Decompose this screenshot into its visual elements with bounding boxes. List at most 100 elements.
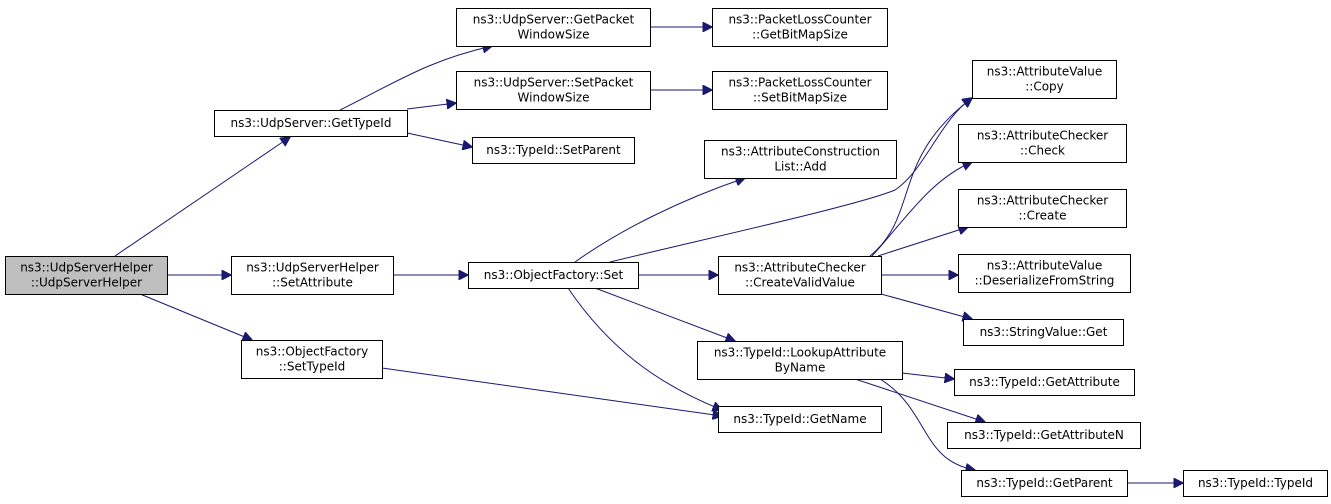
- node-box: [456, 8, 651, 47]
- node-box: [958, 189, 1127, 228]
- edge-attributechecker_createvalidvalue-to-attributechecker_check: [871, 162, 972, 257]
- node-typeid_typeid[interactable]: ns3::TypeId::TypeId: [1183, 470, 1328, 497]
- node-box: [958, 124, 1127, 163]
- node-label-line: ::SetBitMapSize: [753, 91, 847, 105]
- node-label-line: ns3::AttributeChecker: [977, 129, 1108, 143]
- edge-udpserverhelper_ctor-to-objectfactory_settypeid: [139, 293, 252, 340]
- node-box: [214, 110, 408, 137]
- node-typeid_getname[interactable]: ns3::TypeId::GetName: [718, 406, 882, 433]
- node-udpserverhelper_setattribute[interactable]: ns3::UdpServerHelper::SetAttribute: [231, 256, 394, 295]
- edge-attributechecker_createvalidvalue-to-stringvalue_get: [880, 293, 972, 319]
- node-label-line: ::CreateValidValue: [745, 276, 855, 290]
- node-label-line: ns3::TypeId::GetParent: [976, 476, 1112, 490]
- edge-udpserverhelper_ctor-to-udpserver_gettypeid: [114, 137, 290, 257]
- node-label-line: ns3::TypeId::SetParent: [486, 143, 621, 157]
- node-label-line: ::DeserializeFromString: [975, 274, 1115, 288]
- node-label-line: ByName: [775, 361, 826, 375]
- node-label-line: ns3::StringValue::Get: [980, 325, 1108, 339]
- node-label-line: ::SetAttribute: [272, 276, 353, 290]
- edge-udpserver_gettypeid-to-udpserver_getpacketwindowsize: [339, 46, 492, 111]
- node-box: [5, 256, 168, 295]
- node-label-line: ns3::AttributeValue: [987, 259, 1103, 273]
- node-box: [963, 319, 1124, 346]
- node-label-line: WindowSize: [518, 91, 590, 105]
- node-box: [718, 256, 882, 295]
- node-attributevalue_copy[interactable]: ns3::AttributeValue::Copy: [972, 60, 1117, 99]
- edge-attributechecker_createvalidvalue-to-attributechecker_create: [877, 227, 968, 257]
- node-stringvalue_get[interactable]: ns3::StringValue::Get: [963, 319, 1124, 346]
- node-label-line: ns3::AttributeChecker: [977, 194, 1108, 208]
- node-packetlosscounter_setbitmapsize[interactable]: ns3::PacketLossCounter::SetBitMapSize: [712, 71, 888, 110]
- node-label-line: ::UdpServerHelper: [31, 276, 142, 290]
- node-label-line: ::Create: [1019, 209, 1067, 223]
- node-label-line: ns3::ObjectFactory::Set: [484, 268, 624, 282]
- node-label-line: ns3::UdpServerHelper: [246, 261, 379, 275]
- node-box: [718, 406, 882, 433]
- node-box: [472, 137, 635, 164]
- edge-objectfactory_set-to-attributevalue_copy: [609, 98, 972, 263]
- node-box: [961, 470, 1128, 497]
- node-typeid_getattributen[interactable]: ns3::TypeId::GetAttributeN: [947, 422, 1141, 449]
- edge-udpserver_gettypeid-to-udpserver_setpacketwindowsize: [406, 103, 456, 110]
- node-udpserverhelper_ctor[interactable]: ns3::UdpServerHelper::UdpServerHelper: [5, 256, 168, 295]
- node-attributechecker_create[interactable]: ns3::AttributeChecker::Create: [958, 189, 1127, 228]
- node-label-line: ::SetTypeId: [279, 360, 346, 374]
- node-box: [1183, 470, 1328, 497]
- node-box: [972, 60, 1117, 99]
- node-objectfactory_set[interactable]: ns3::ObjectFactory::Set: [468, 262, 639, 289]
- node-box: [712, 8, 888, 47]
- node-label-line: ns3::TypeId::GetAttribute: [969, 375, 1120, 389]
- edge-objectfactory_set-to-typeid_lookupattributebyname: [594, 287, 735, 341]
- node-label-line: ::Copy: [1025, 80, 1064, 94]
- node-label-line: ns3::ObjectFactory: [256, 345, 369, 359]
- node-label-line: List::Add: [774, 160, 826, 174]
- node-box: [468, 262, 639, 289]
- node-attributechecker_check[interactable]: ns3::AttributeChecker::Check: [958, 124, 1127, 163]
- node-box: [456, 71, 651, 110]
- node-typeid_getparent[interactable]: ns3::TypeId::GetParent: [961, 470, 1128, 497]
- node-typeid_getattribute[interactable]: ns3::TypeId::GetAttribute: [954, 369, 1135, 396]
- node-box: [712, 71, 888, 110]
- node-box: [958, 254, 1131, 293]
- node-attributevalue_deserializefromstring[interactable]: ns3::AttributeValue::DeserializeFromStri…: [958, 254, 1131, 293]
- node-label-line: ns3::PacketLossCounter: [728, 76, 871, 90]
- nodes: ns3::UdpServerHelper::UdpServerHelperns3…: [5, 8, 1328, 497]
- edge-objectfactory_set-to-attributeconstructionlist_add: [574, 178, 745, 263]
- node-label-line: ns3::TypeId::LookupAttribute: [714, 346, 886, 360]
- node-label-line: ns3::UdpServer::GetPacket: [473, 13, 635, 27]
- node-box: [241, 340, 383, 379]
- node-attributechecker_createvalidvalue[interactable]: ns3::AttributeChecker::CreateValidValue: [718, 256, 882, 295]
- node-label-line: ns3::UdpServerHelper: [20, 261, 153, 275]
- edge-typeid_lookupattributebyname-to-typeid_getparent: [879, 378, 975, 470]
- node-typeid_setparent[interactable]: ns3::TypeId::SetParent: [472, 137, 635, 164]
- node-label-line: ns3::TypeId::TypeId: [1198, 476, 1313, 490]
- node-label-line: ns3::AttributeChecker: [734, 261, 865, 275]
- node-udpserver_gettypeid[interactable]: ns3::UdpServer::GetTypeId: [214, 110, 408, 137]
- edge-typeid_lookupattributebyname-to-typeid_getattributen: [854, 378, 985, 422]
- node-box: [954, 369, 1135, 396]
- node-label-line: ns3::UdpServer::SetPacket: [474, 76, 634, 90]
- node-label-line: WindowSize: [518, 28, 590, 42]
- node-label-line: ns3::AttributeValue: [987, 65, 1103, 79]
- node-label-line: ::GetBitMapSize: [752, 28, 848, 42]
- node-box: [947, 422, 1141, 449]
- node-label-line: ns3::PacketLossCounter: [728, 13, 871, 27]
- node-objectfactory_settypeid[interactable]: ns3::ObjectFactory::SetTypeId: [241, 340, 383, 379]
- edges: [114, 27, 1183, 483]
- node-box: [697, 341, 903, 380]
- node-label-line: ns3::UdpServer::GetTypeId: [231, 116, 392, 130]
- node-label-line: ns3::TypeId::GetAttributeN: [964, 428, 1124, 442]
- node-label-line: ns3::TypeId::GetName: [733, 412, 866, 426]
- edge-objectfactory_settypeid-to-typeid_getname: [381, 367, 722, 416]
- node-box: [231, 256, 394, 295]
- node-packetlosscounter_getbitmapsize[interactable]: ns3::PacketLossCounter::GetBitMapSize: [712, 8, 888, 47]
- node-box: [704, 140, 897, 179]
- edge-attributechecker_createvalidvalue-to-attributevalue_copy: [869, 98, 972, 257]
- edge-udpserver_gettypeid-to-typeid_setparent: [406, 132, 472, 147]
- node-label-line: ::Check: [1020, 144, 1065, 158]
- edge-typeid_lookupattributebyname-to-typeid_getattribute: [901, 372, 954, 379]
